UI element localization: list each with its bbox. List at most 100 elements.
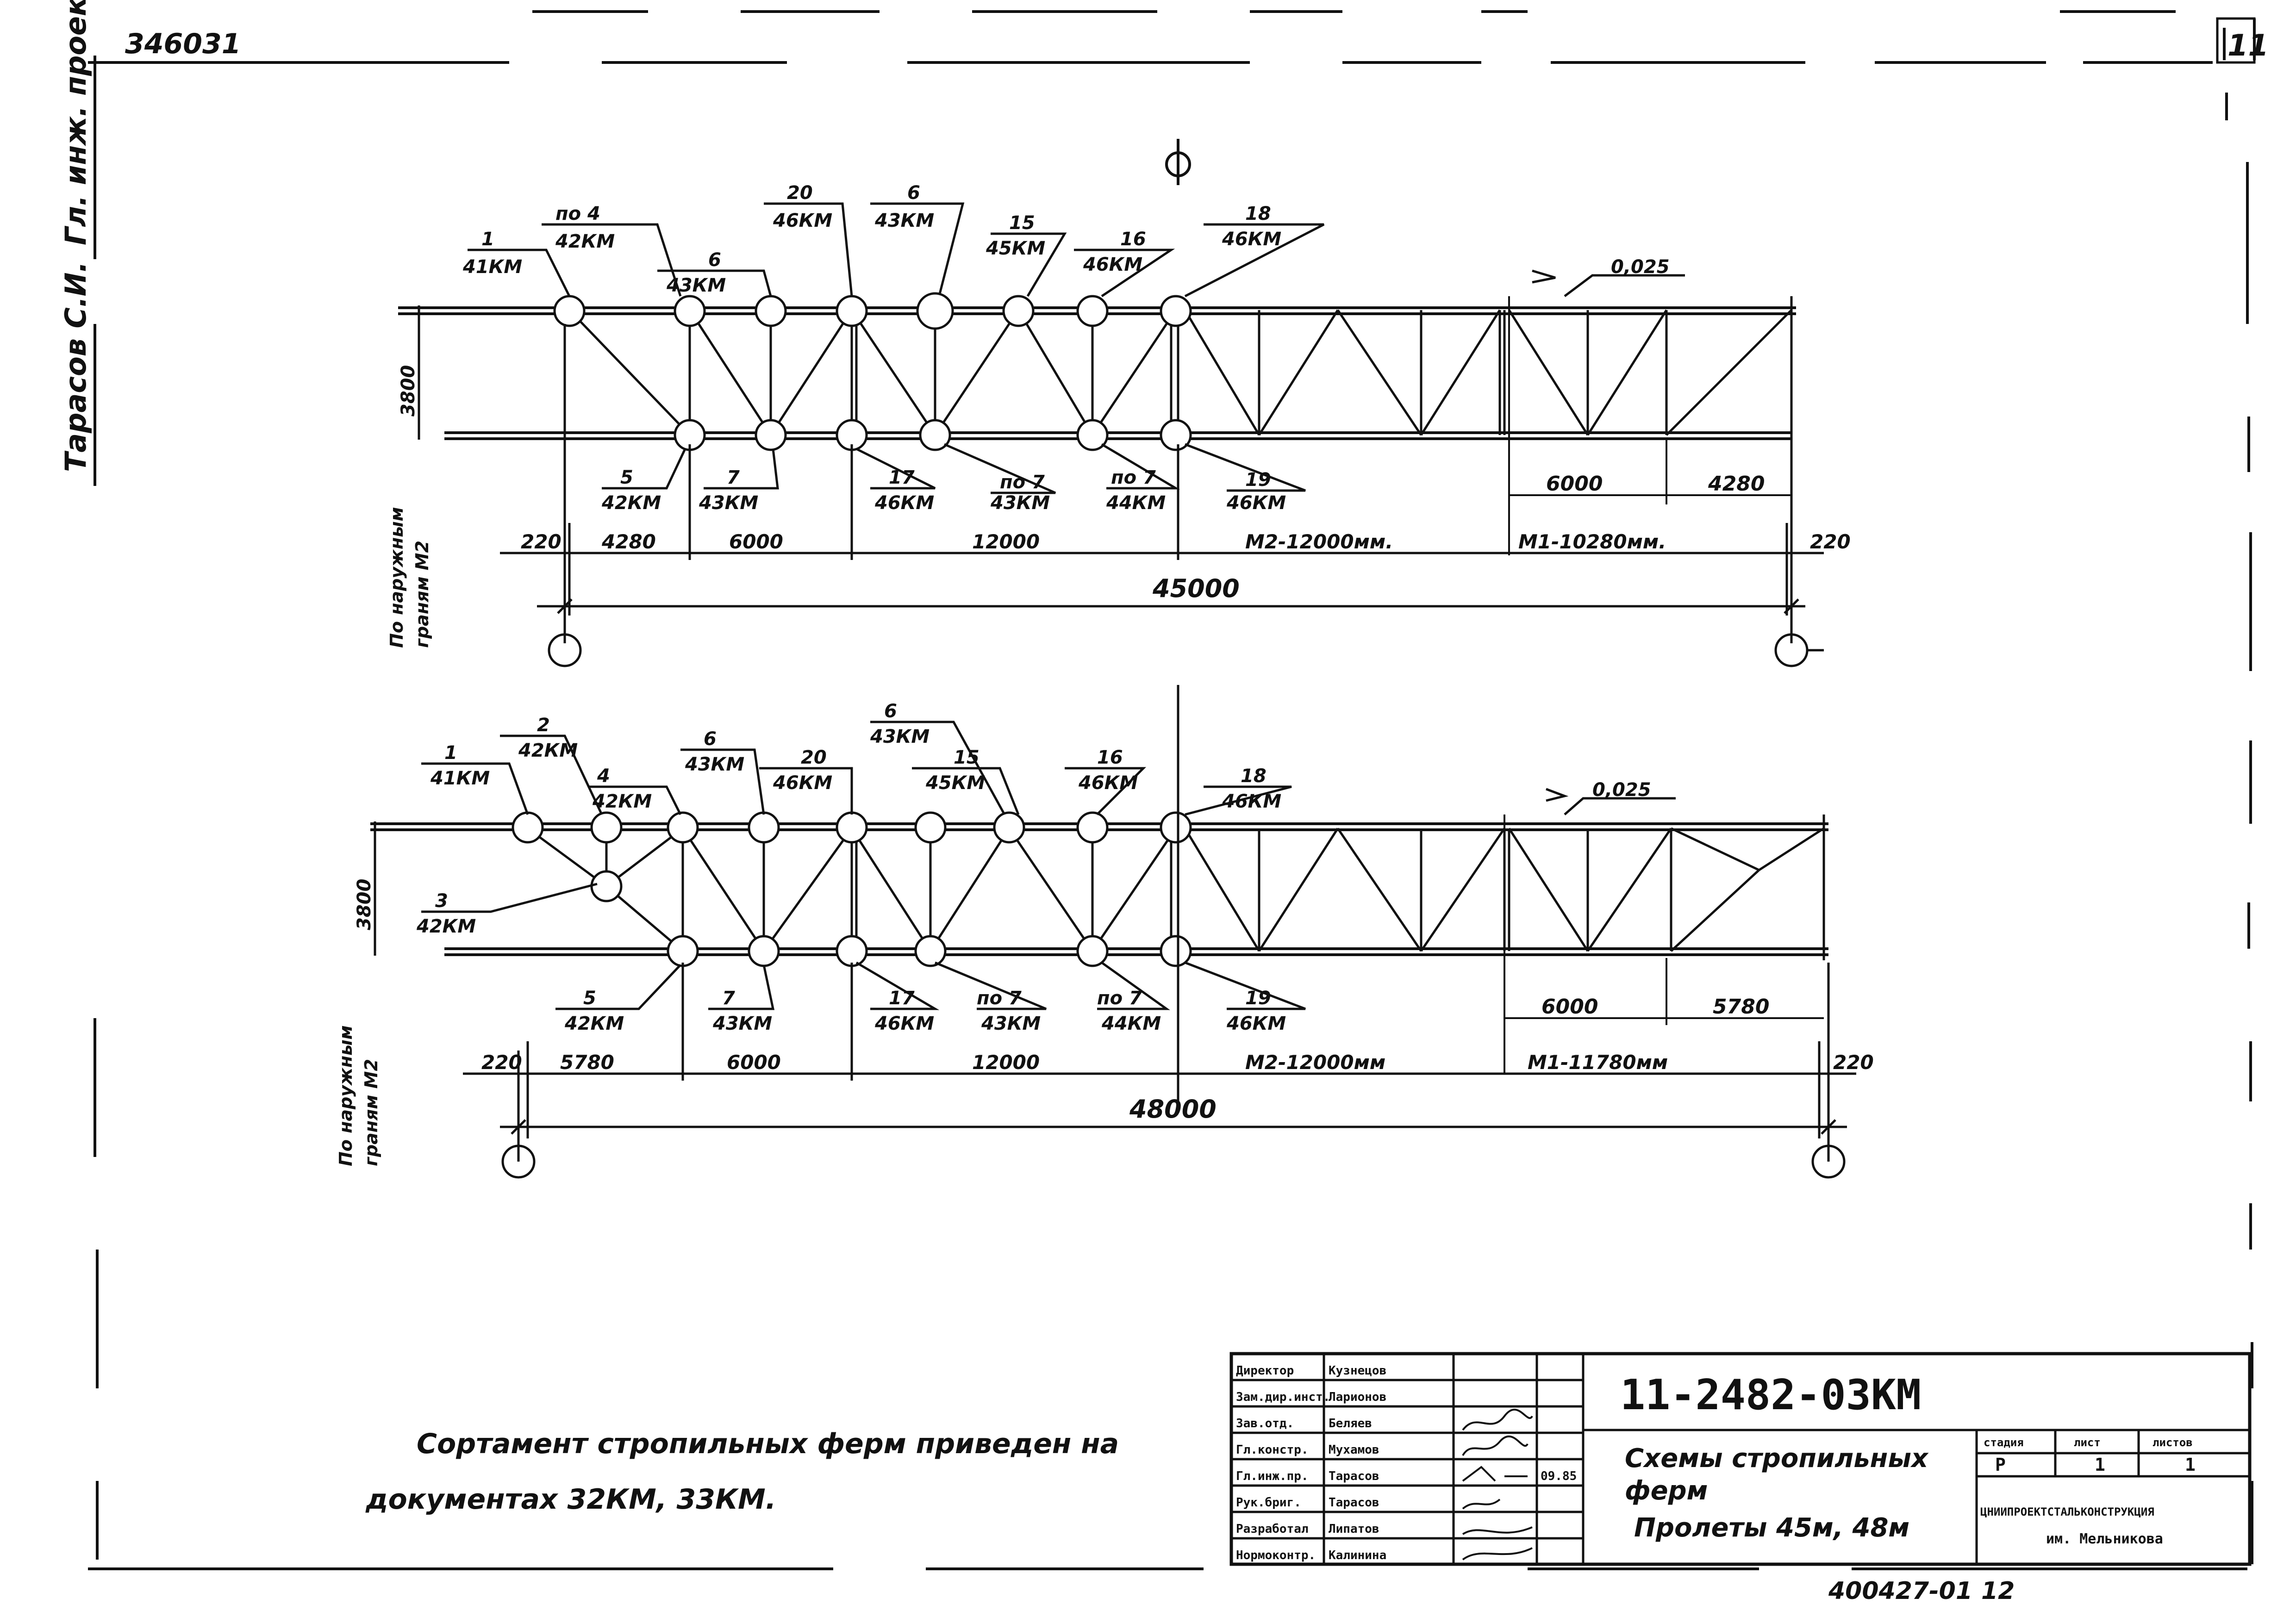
truss-48-dim: 12000: [972, 1051, 1040, 1074]
top-border: [88, 10, 2213, 64]
truss-45-dims: 220 4280 6000 12000 М2-12000мм. М1-10280…: [521, 530, 1851, 553]
truss-45-callout-texts: 1 41КМ по 4 42КМ 6 43КМ 20 46КМ 6 43КМ 1…: [462, 182, 1286, 514]
callout-num: 17: [889, 467, 915, 488]
role-name: Беляев: [1329, 1417, 1372, 1430]
callout-num: 6: [884, 701, 897, 722]
callout-doc: 45КМ: [986, 238, 1045, 259]
role-name: Тарасов: [1329, 1496, 1379, 1510]
chief-engineer-name: Тарасов С.И.: [59, 261, 93, 472]
callout-num: 7: [722, 988, 735, 1009]
truss-48: 1 41КМ 2 42КМ 4 42КМ 6 43КМ 20 46КМ 6 43…: [336, 685, 1874, 1179]
callout-doc: 43КМ: [666, 275, 726, 296]
truss-45-centerline-mark: [1165, 139, 1191, 185]
truss-48-dim: 5780: [560, 1051, 614, 1074]
truss-45-leaders: [468, 202, 1325, 494]
role-label: Разработал: [1236, 1522, 1309, 1536]
truss-48-upper-dim-2: 5780: [1713, 995, 1769, 1019]
sheet-header: лист: [2074, 1436, 2101, 1449]
org-line-1: ЦНИИПРОЕКТСТАЛЬКОНСТРУКЦИЯ: [1980, 1505, 2154, 1518]
callout-doc: 46КМ: [773, 772, 832, 794]
title-line-1: Схемы стропильных: [1625, 1443, 1929, 1474]
callout-num: 2: [537, 715, 550, 736]
truss-45-slope-mark: [1532, 269, 1685, 297]
truss-48-dim: 6000: [727, 1051, 781, 1074]
callout-num: 15: [1009, 212, 1035, 234]
callout-num: по 4: [555, 203, 600, 224]
callout-doc: 44КМ: [1106, 492, 1166, 514]
callout-num: 1: [481, 229, 494, 250]
truss-45-upper-dims: [1508, 296, 1791, 555]
truss-45-dimension-lines: [500, 324, 1824, 643]
truss-45-dim: М2-12000мм.: [1245, 530, 1393, 553]
truss-48-dimension-lines: [463, 963, 1856, 1162]
truss-45: 1 41КМ по 4 42КМ 6 43КМ 20 46КМ 6 43КМ 1…: [387, 139, 1851, 667]
title-block-roles: Директор Кузнецов Зам.дир.инст. Ларионов…: [1236, 1364, 1577, 1562]
callout-num: 6: [704, 728, 717, 750]
callout-doc: 42КМ: [564, 1013, 624, 1034]
callout-doc: 43КМ: [874, 210, 934, 231]
truss-48-dims: 220 5780 6000 12000 М2-12000мм М1-11780м…: [481, 1051, 1874, 1074]
truss-48-upper-dim-1: 6000: [1541, 995, 1598, 1019]
role-name: Ларионов: [1329, 1390, 1386, 1404]
callout-doc: 43КМ: [990, 492, 1050, 514]
callout-doc: 41КМ: [430, 768, 490, 789]
callout-doc: 42КМ: [555, 231, 615, 252]
callout-num: 19: [1245, 988, 1271, 1009]
doc-code: 11-2482-03КМ: [1620, 1371, 1921, 1419]
truss-48-upper-dims: [1504, 815, 1824, 1074]
title-line-3: Пролеты 45м, 48м: [1634, 1513, 1909, 1543]
callout-num: 5: [583, 988, 596, 1009]
role-label: Гл.констр.: [1236, 1443, 1309, 1457]
truss-48-total: 48000: [1129, 1094, 1217, 1124]
truss-45-axis-markers: [548, 633, 1824, 667]
callout-doc: 44КМ: [1101, 1013, 1161, 1034]
truss-45-upper-dim-1: 6000: [1546, 472, 1603, 496]
callout-doc: 42КМ: [518, 740, 578, 761]
truss-48-height: 3800: [354, 879, 375, 930]
role-name: Тарасов: [1329, 1469, 1379, 1483]
callout-num: по 7: [1097, 988, 1142, 1009]
callout-doc: 45КМ: [925, 772, 985, 794]
callout-doc: 43КМ: [870, 726, 930, 747]
role-label: Зав.отд.: [1236, 1417, 1294, 1430]
callout-doc: 43КМ: [712, 1013, 772, 1034]
truss-45-height: 3800: [398, 365, 419, 417]
callout-num: 6: [708, 249, 721, 271]
truss-48-dim: М2-12000мм: [1245, 1051, 1385, 1074]
role-label: Гл.инж.пр.: [1236, 1469, 1309, 1483]
callout-num: 18: [1245, 203, 1271, 224]
callout-doc: 46КМ: [1083, 254, 1142, 275]
role-label: Нормоконтр.: [1236, 1548, 1316, 1562]
signatures: [1462, 1408, 1533, 1561]
callout-doc: 46КМ: [1222, 791, 1281, 812]
truss-45-side-note-2: граням М2: [412, 541, 432, 648]
sheet-value: 1: [2095, 1455, 2105, 1475]
truss-45-dim: 220: [521, 530, 562, 553]
callout-num: 18: [1241, 765, 1267, 787]
callout-doc: 42КМ: [601, 492, 661, 514]
callout-num: 20: [801, 747, 827, 768]
stage-value: Р: [1995, 1455, 2006, 1475]
callout-doc: 46КМ: [1226, 1013, 1286, 1034]
callout-num: по 7: [977, 988, 1022, 1009]
callout-num: 16: [1120, 229, 1146, 250]
callout-num: 16: [1097, 747, 1123, 768]
role-label: Зам.дир.инст.: [1236, 1390, 1330, 1404]
truss-45-slope: 0,025: [1611, 256, 1670, 278]
title-line-2: ферм: [1625, 1476, 1708, 1506]
truss-48-axis-markers: [501, 1144, 1846, 1179]
sheets-value: 1: [2185, 1455, 2196, 1475]
callout-num: 3: [435, 890, 448, 912]
title-block: Директор Кузнецов Зам.дир.инст. Ларионов…: [1229, 1352, 2252, 1566]
callout-num: 4: [597, 765, 610, 787]
callout-num: 15: [954, 747, 980, 768]
truss-48-side-note-1: По наружным: [336, 1025, 356, 1166]
archive-number: 346031: [125, 28, 241, 60]
callout-doc: 43КМ: [981, 1013, 1041, 1034]
page-number: 12: [1981, 1577, 2015, 1605]
org-line-2: им. Мельникова: [2046, 1531, 2163, 1547]
truss-45-web: [568, 296, 1793, 444]
title-block-date: 09.85: [1541, 1469, 1577, 1483]
role-name: Мухамов: [1329, 1443, 1379, 1457]
